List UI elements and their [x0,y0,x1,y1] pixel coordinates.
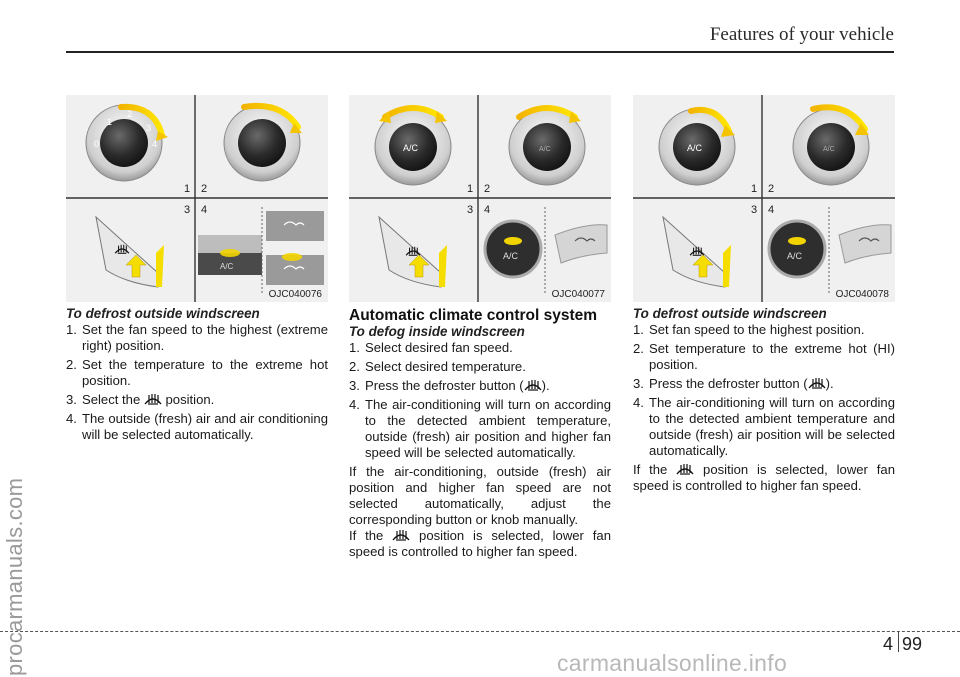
svg-text:A/C: A/C [220,262,234,271]
header-title: Features of your vehicle [709,24,894,45]
svg-text:1: 1 [751,183,757,195]
col2-paragraph-1: If the air-conditioning, outside (fresh)… [349,464,611,527]
col3-heading: To defrost outside windscreen [633,306,827,321]
figure-2: A/C A/C 1 2 3 4 A/C OJC040077 [349,95,611,302]
footer-watermark: carmanualsonline.info [557,650,788,676]
col1-heading: To defrost outside windscreen [66,306,260,321]
svg-text:3: 3 [146,123,151,133]
col3-step-3: 3. Press the defroster button (). [633,376,834,391]
col3-step-4: 4.The air-conditioning will turn on acco… [633,395,895,458]
figure-3-illustration: A/C A/C 1 2 3 4 A/C [633,95,895,302]
svg-text:4: 4 [201,204,207,216]
temp-knob-icon [807,123,855,171]
svg-text:A/C: A/C [403,143,419,153]
defrost-icon [392,528,410,542]
svg-text:4: 4 [484,204,490,216]
svg-text:2: 2 [127,109,132,119]
svg-text:A/C: A/C [503,251,519,261]
defrost-icon [808,376,826,390]
svg-text:0: 0 [94,139,99,149]
col1-step-2: 2.Set the temperature to the extreme hot… [66,357,328,388]
up-arrow-icon [408,254,430,278]
page-divider [898,632,899,652]
temp-knob-icon [523,123,571,171]
temp-knob-icon [238,119,286,167]
svg-text:A/C: A/C [787,251,803,261]
svg-text:1: 1 [107,117,112,127]
recirc-icon [858,237,880,242]
up-arrow-icon [692,254,714,278]
column-1: To defrost outside windscreen 1.Set the … [66,306,328,446]
figure-2-illustration: A/C A/C 1 2 3 4 A/C [349,95,611,302]
col1-step-1: 1.Set the fan speed to the highest (extr… [66,322,328,353]
defrost-icon [676,462,694,476]
svg-text:1: 1 [184,183,190,195]
svg-text:2: 2 [201,183,207,195]
col1-step-3: 3. Select the position. [66,392,215,407]
footer-rule [0,631,960,632]
svg-text:2: 2 [768,183,774,195]
svg-text:3: 3 [184,204,190,216]
col3-step-1: 1.Set fan speed to the highest position. [633,322,865,337]
column-2: Automatic climate control system To defo… [349,308,611,560]
defrost-icon [144,392,162,406]
col3-step-2: 2.Set temperature to the extreme hot (HI… [633,341,895,372]
fan-knob-icon [673,123,721,171]
col2-step-1: 1.Select desired fan speed. [349,340,513,355]
svg-text:A/C: A/C [823,146,835,153]
figure-2-code: OJC040077 [551,289,605,300]
recirc-icon [283,221,305,226]
svg-text:A/C: A/C [687,143,703,153]
svg-text:4: 4 [152,139,157,149]
svg-text:3: 3 [467,204,473,216]
col2-step-4: 4.The air-conditioning will turn on acco… [349,397,611,460]
col1-step-4: 4.The outside (fresh) air and air condit… [66,411,328,442]
figure-1: 0 1 2 3 4 1 2 3 4 A/C OJC040076 [66,95,328,302]
col2-step-2: 2.Select desired temperature. [349,359,526,374]
figure-1-code: OJC040076 [268,289,322,300]
figure-1-illustration: 0 1 2 3 4 1 2 3 4 A/C [66,95,328,302]
fan-knob-icon [100,119,148,167]
svg-text:A/C: A/C [539,146,551,153]
col3-paragraph: If the position is selected, lower fan s… [633,462,895,493]
figure-3-code: OJC040078 [835,289,889,300]
fresh-air-icon [283,265,305,270]
page-section: 4 [883,634,894,654]
col2-title: Automatic climate control system [349,307,598,324]
defrost-icon [524,378,542,392]
header-rule [66,51,894,53]
recirc-icon [574,237,596,242]
page-number: 99 [902,634,923,654]
col2-step-3: 3. Press the defroster button (). [349,378,550,393]
col2-heading: To defog inside windscreen [349,324,525,339]
figure-3: A/C A/C 1 2 3 4 A/C OJC040078 [633,95,895,302]
up-arrow-icon [125,254,147,278]
svg-text:2: 2 [484,183,490,195]
svg-text:1: 1 [467,183,473,195]
side-watermark: procarmanuals.com [2,477,27,676]
svg-text:3: 3 [751,204,757,216]
fan-knob-icon [389,123,437,171]
column-3: To defrost outside windscreen 1.Set fan … [633,306,895,494]
col2-paragraph-2: If the position is selected, lower fan s… [349,528,611,559]
svg-text:4: 4 [768,204,774,216]
